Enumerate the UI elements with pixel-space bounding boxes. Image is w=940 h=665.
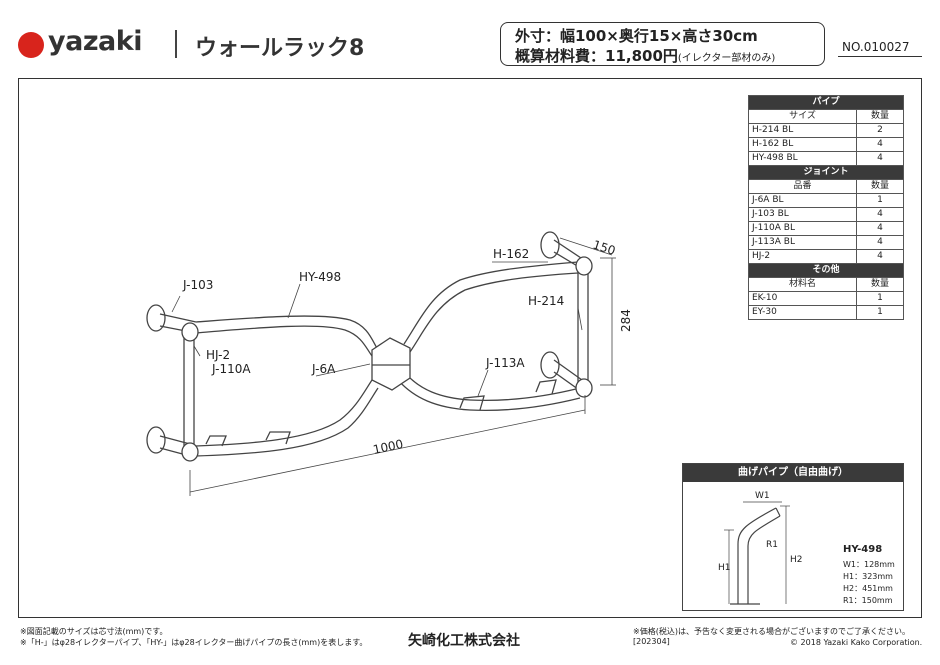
wall-mount-top-right [540,231,560,259]
lower-right-curve-b [397,379,581,412]
dim-1000-line [189,409,586,493]
wall-mount-bottom-left [146,426,166,454]
label-1000: 1000 [372,437,405,457]
col-qty: 数量 [856,109,904,124]
j113a-hook-3 [459,395,485,411]
spec-cost: 概算材料費：11,800円(イレクター部材のみ) [515,45,775,66]
j113a-hook-4 [535,379,557,395]
j113a-hook-1 [205,435,227,447]
bend-h1-label: H1 [718,563,731,573]
document-number: NO.010027 [842,40,910,54]
footnote-2: ※「H-」はφ28イレクターパイプ、「HY-」はφ28イレクター曲げパイプの長さ… [20,638,368,647]
j103-joint-top-right [575,256,593,276]
bend-spec-w1: W1：128mm [843,560,895,569]
bend-w1-label: W1 [755,491,770,501]
bend-spec-h2: H2：451mm [843,584,893,593]
col-material: 材料名 [748,277,857,292]
lower-left-curve-b [195,387,379,457]
dim-150-line [559,237,613,256]
spec-box [500,22,825,66]
section-joint: ジョイント [748,165,904,180]
drawing-frame [18,78,922,618]
spec-cost-value: 概算材料費：11,800円 [515,47,678,65]
bend-r1-label: R1 [766,540,778,550]
bend-h2-label: H2 [790,555,803,565]
col-qty: 数量 [856,179,904,194]
copyright: © 2018 Yazaki Kako Corporation. [790,638,923,647]
bend-pipe-drawing [724,501,790,605]
document-number-underline [838,56,922,57]
label-150: 150 [591,238,617,258]
label-h162: H-162 [493,247,529,261]
j6a-joint [371,337,411,391]
col-size: サイズ [748,109,857,124]
section-pipe: パイプ [748,95,904,110]
product-title: ウォールラック8 [195,36,365,61]
label-284: 284 [619,309,633,332]
j103-joint-bottom-left [181,442,199,462]
upper-left-curve-a [195,315,379,351]
brand-name: yazaki [48,26,142,57]
label-hy498: HY-498 [299,270,341,284]
upper-left-curve-b [195,325,373,357]
lower-left-curve-a [195,379,373,447]
bend-pipe-name: HY-498 [843,544,883,555]
header-divider [175,30,177,58]
upper-right-curve-a [403,261,579,345]
label-j110a: J-110A [211,362,251,376]
footnote-1: ※図面記載のサイズは芯寸法(mm)です。 [20,627,168,636]
j103-joint-bottom-right [575,378,593,398]
label-j113a: J-113A [485,356,525,370]
upper-right-curve-b [409,272,579,353]
section-other: その他 [748,263,904,278]
j113a-hook-2 [265,431,291,445]
brand-logo-icon [18,32,44,58]
price-note: ※価格(税込)は、予告なく変更される場合がございますのでご了承ください。[202… [633,627,910,646]
label-j103: J-103 [182,278,213,292]
bend-spec-r1: R1：150mm [843,596,893,605]
company-name: 矢崎化工株式会社 [408,633,520,649]
bend-pipe-title: 曲げパイプ（自由曲げ） [683,464,903,482]
bend-pipe-box [682,463,904,611]
bend-spec-h1: H1：323mm [843,572,893,581]
label-h214: H-214 [528,294,564,308]
spec-dimensions: 外寸：幅100×奥行15×高さ30cm [515,27,758,45]
col-qty: 数量 [856,277,904,292]
spec-cost-note: (イレクター部材のみ) [677,53,776,64]
col-partno: 品番 [748,179,857,194]
label-hj2: HJ-2 [206,348,230,362]
j103-joint-top-left [181,322,199,342]
wall-mount-top-left [146,304,166,332]
wall-mount-bottom-right [540,351,560,379]
label-j6a: J-6A [311,362,336,376]
